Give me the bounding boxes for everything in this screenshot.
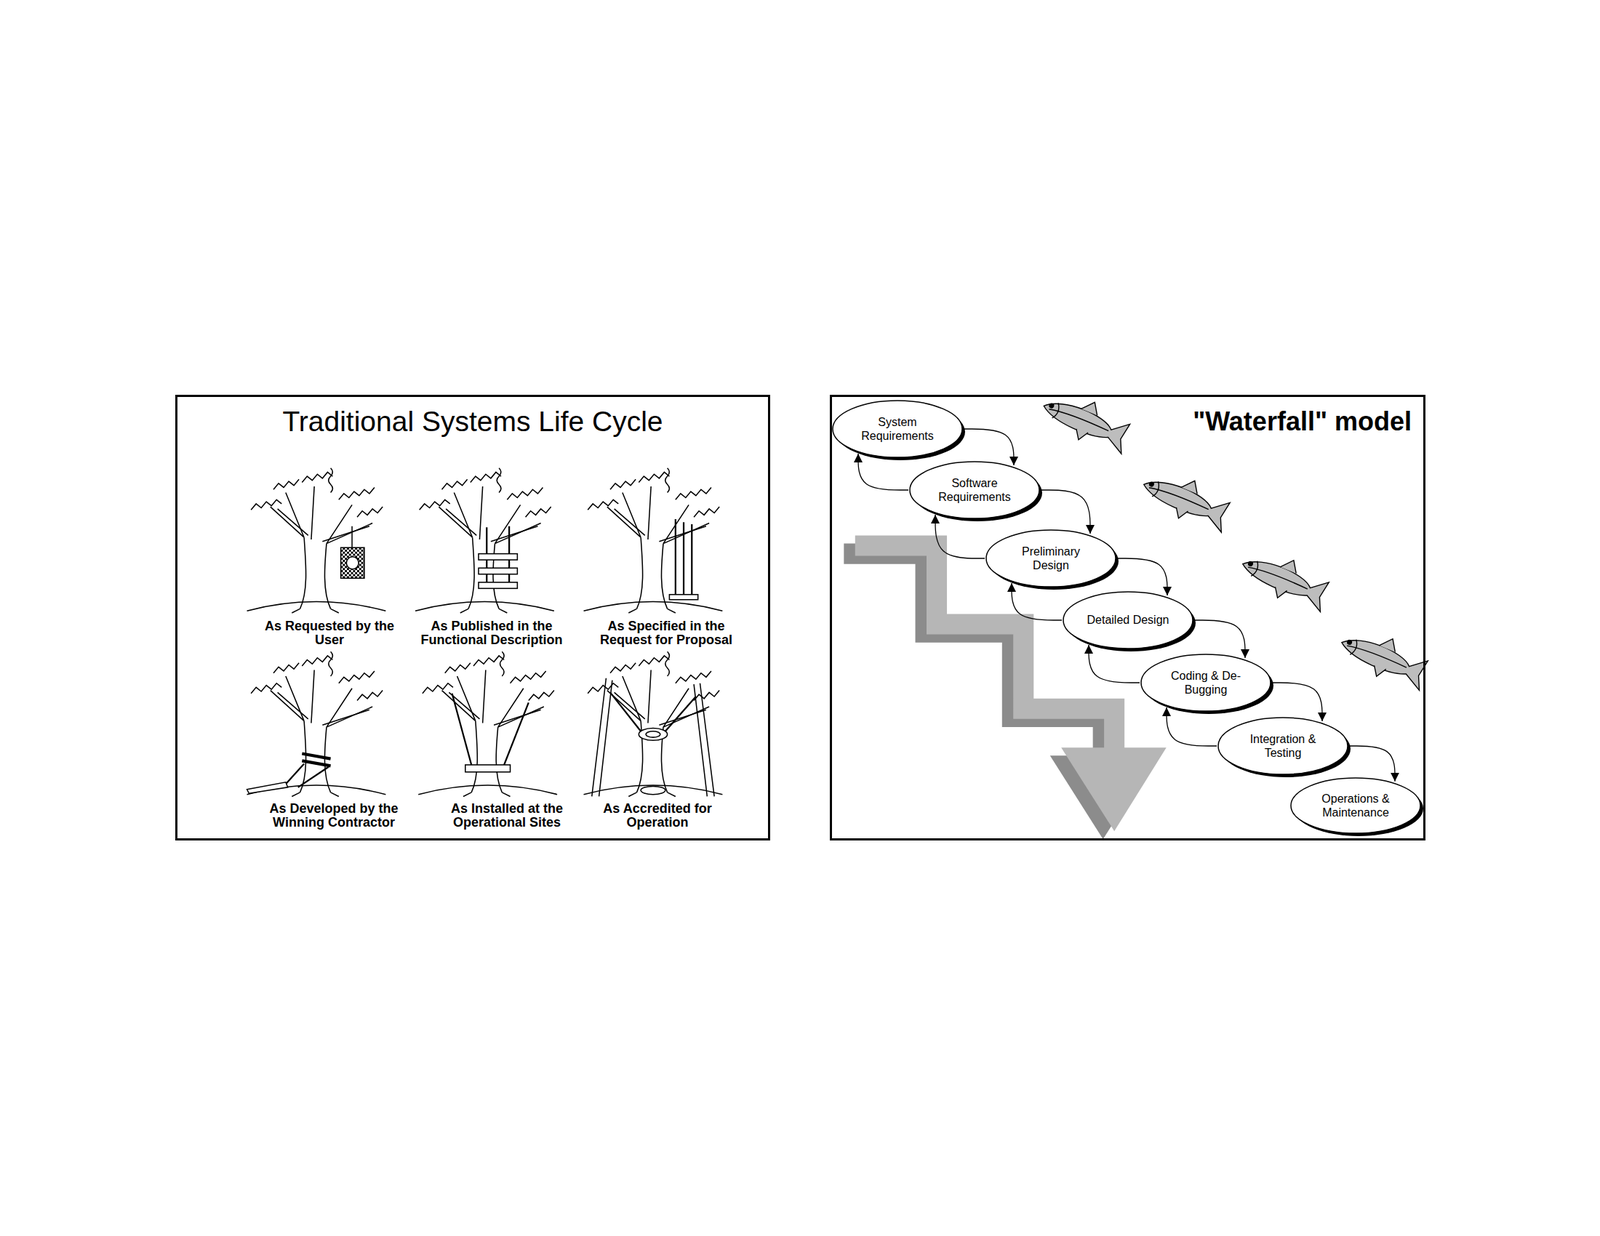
process-oval: Preliminary Design [985,529,1117,588]
caption-label: As Requested by the User [251,619,408,648]
fish [1334,621,1434,694]
oval-outline [832,400,963,459]
tree-swing-specified [584,468,723,614]
caption-label: As Specified in the Request for Proposal [588,619,745,648]
process-oval: Coding & De-Bugging [1140,653,1272,712]
step-label: Software Requirements [930,476,1019,504]
oval-outline [909,461,1040,520]
diagram-panel: Traditional Systems Life Cycle [175,394,771,841]
step-label: Coding & De-Bugging [1162,669,1250,697]
caption-label: As Accredited for Operation [602,802,712,830]
oval-shape [1218,717,1348,775]
process-oval: Integration & Testing [1217,717,1349,776]
oval-shape [986,530,1116,587]
waterfall-arrow [843,545,1166,840]
oval-outline [1140,653,1272,712]
oval-shape [1063,592,1193,649]
fish [1136,464,1236,536]
tree-swing-requested [247,468,387,614]
diagram-panel: "Waterfall" model System RequirementsSoft… [829,394,1426,841]
oval-outline [1290,777,1422,835]
forward-arrow [1272,682,1323,722]
oval-shape [909,461,1040,519]
oval-outline [1217,717,1349,776]
step-label: Preliminary Design [1007,544,1095,573]
caption-label: As Published in the Functional Descripti… [413,619,571,648]
forward-arrow [1349,746,1395,782]
fish [1235,543,1335,615]
process-oval: Detailed Design [1062,591,1194,650]
feedback-arrow [935,514,985,559]
forward-arrow [1117,558,1168,596]
forward-arrow [1194,620,1246,659]
process-oval: Software Requirements [909,461,1040,520]
step-label: Operations & Maintenance [1312,792,1400,820]
tree-swing-installed [418,651,558,797]
process-oval: Operations & Maintenance [1290,777,1422,835]
oval-outline [985,529,1117,588]
panel-title: "Waterfall" model [1192,407,1412,437]
process-oval: System Requirements [832,400,963,459]
step-label: Integration & Testing [1239,732,1327,760]
oval-shape [1141,654,1271,712]
tree-swing-published [415,468,555,614]
caption-label: As Developed by the Winning Contractor [256,802,413,830]
step-label: System Requirements [853,415,942,443]
panel-title: Traditional Systems Life Cycle [177,397,768,439]
tree-swing-developed [247,651,387,797]
forward-arrow [963,429,1014,466]
forward-arrow [1040,490,1091,534]
step-label: Detailed Design [1084,613,1172,627]
oval-shape [832,400,963,458]
oval-shape [1290,778,1421,834]
tree-swing-accredited [584,651,723,797]
caption-label: As Installed at the Operational Sites [429,802,586,830]
